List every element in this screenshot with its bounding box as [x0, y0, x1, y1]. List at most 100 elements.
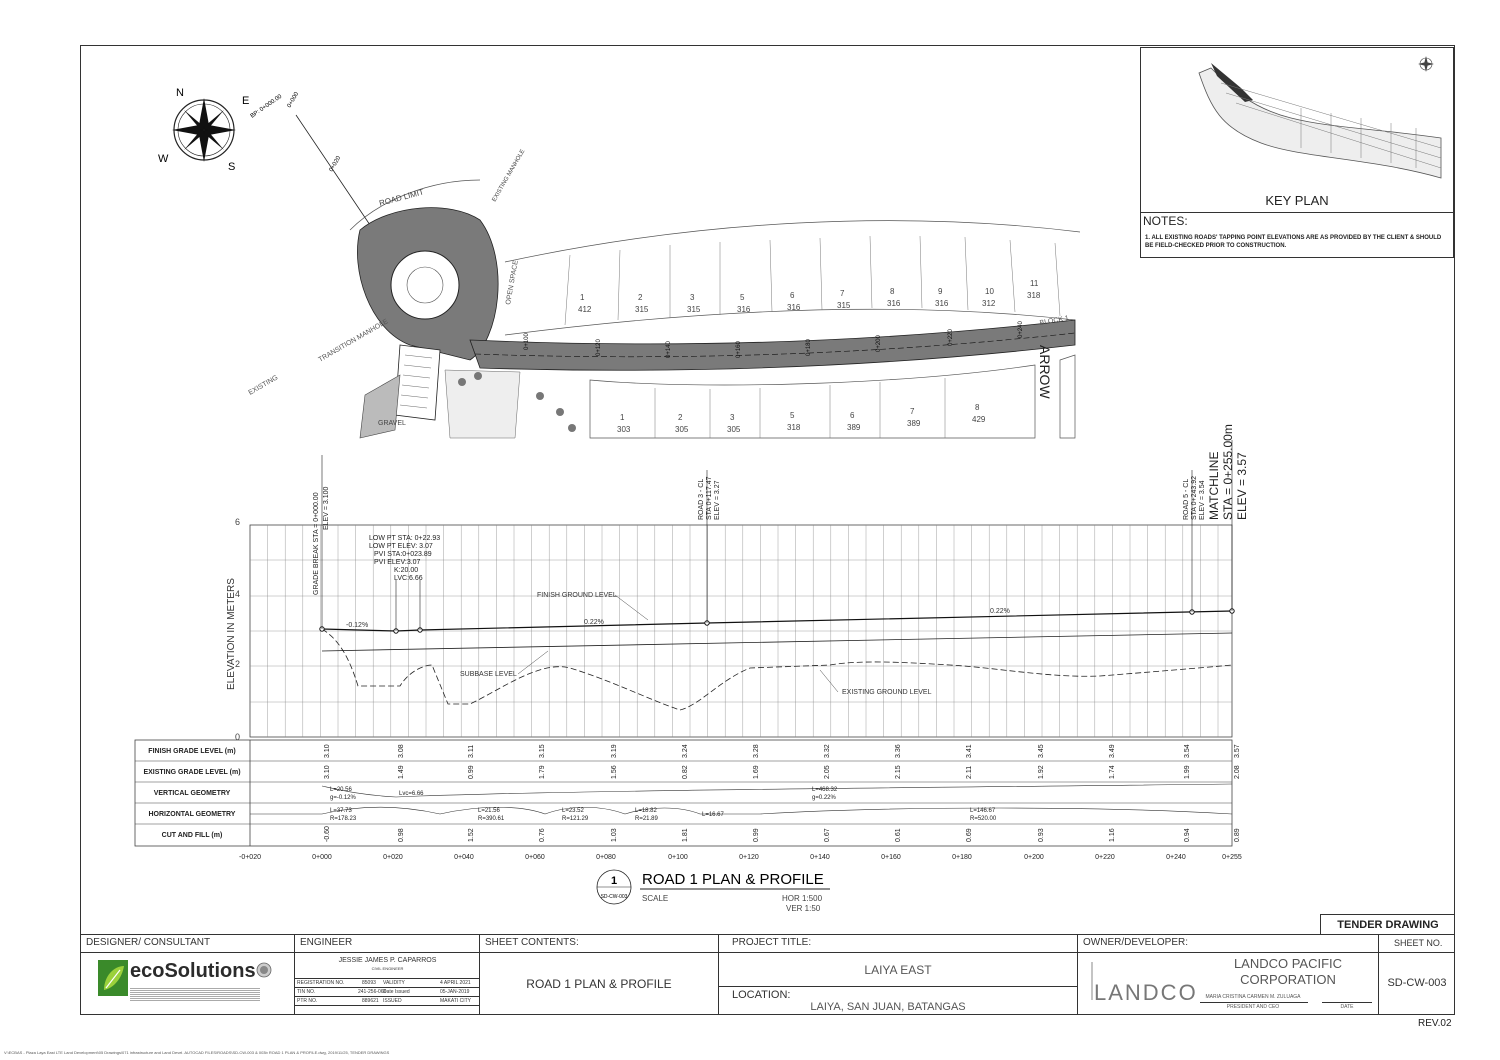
- issued-value: MAKATI CITY: [440, 998, 472, 1004]
- station-label: 0+020: [383, 854, 403, 861]
- sheet-contents: ROAD 1 PLAN & PROFILE: [526, 977, 672, 991]
- ytick-4: 4: [235, 589, 240, 599]
- ytick-6: 6: [235, 517, 240, 527]
- lot-top-8-area: 316: [887, 299, 901, 308]
- row-label-cutfill: CUT AND FILL (m): [162, 832, 223, 839]
- plan-label-open-space: OPEN SPACE: [505, 259, 520, 305]
- finish-grade-cell: 3.57: [1234, 744, 1241, 758]
- accreditation-seal-icon: [256, 962, 272, 978]
- lot-bot-7-area: 389: [907, 419, 921, 428]
- cut-fill-cell: 1.03: [611, 828, 618, 842]
- lot-bot-5-area: 318: [787, 423, 801, 432]
- anno-road5-2: STA 0+243.92: [1191, 476, 1198, 520]
- compass-n: N: [176, 87, 184, 99]
- label-subbase: SUBBASE LEVEL: [460, 671, 517, 678]
- cut-fill-cell: 0.98: [398, 828, 405, 842]
- notes-title: NOTES:: [1143, 214, 1188, 228]
- anno-matchline-3: ELEV = 3.57: [1235, 452, 1249, 520]
- plan-label-arrow: ARROW: [1037, 345, 1053, 399]
- label-grade-1: -0.12%: [346, 622, 368, 629]
- plan-label-existing: EXISTING: [248, 374, 280, 396]
- cut-fill-cell: 1.16: [1109, 828, 1116, 842]
- tin-value: 241-256-066: [358, 989, 387, 995]
- lot-top-8-no: 8: [890, 287, 895, 296]
- cut-fill-cell: 0.76: [539, 828, 546, 842]
- reg-value: 85093: [362, 980, 376, 986]
- plan-view: N E S W BP: 0+000.00 0+000 0+020 ROAD LI…: [158, 87, 1081, 439]
- row-label-horizontal: HORIZONTAL GEOMETRY: [149, 811, 236, 818]
- lot-top-2-area: 315: [635, 305, 649, 314]
- finish-grade-cell: 3.24: [682, 744, 689, 758]
- validity-value: 4 APRIL 2021: [440, 980, 471, 986]
- hgeo-r3: R=121.29: [562, 816, 589, 822]
- key-plan-map: [1198, 56, 1442, 179]
- compass-rose-icon: N E S W: [158, 87, 249, 173]
- lot-bot-6-area: 389: [847, 423, 861, 432]
- station-label: 0+140: [810, 854, 830, 861]
- vgeo-g1: g=-0.12%: [330, 795, 357, 801]
- drawing-title: 1 SD-CW-003 ROAD 1 PLAN & PROFILE SCALE …: [596, 869, 830, 913]
- notes-box: [1140, 212, 1454, 258]
- existing-grade-cell: 2.05: [824, 765, 831, 779]
- tb-divider: [80, 952, 1455, 953]
- compass-e: E: [242, 95, 249, 107]
- landco-logo-text: LANDCO: [1094, 980, 1198, 1005]
- hgeo-l6: L=146.67: [970, 808, 996, 814]
- validity-label: VALIDITY: [383, 980, 405, 986]
- station-label: 0+160: [881, 854, 901, 861]
- revision: REV.02: [1418, 1018, 1452, 1029]
- existing-grade-cell: 2.15: [895, 765, 902, 779]
- lot-top-3-area: 315: [687, 305, 701, 314]
- finish-grade-cell: 3.49: [1109, 744, 1116, 758]
- tb-project-divider: [718, 986, 1078, 987]
- hgeo-r2: R=390.61: [478, 816, 505, 822]
- eng-row-line-3: [295, 996, 479, 997]
- existing-grade-cell: 1.49: [398, 765, 405, 779]
- ecosolutions-contact: [130, 987, 260, 1001]
- owner-sign-line: [1200, 1002, 1308, 1003]
- plan-sta-100: 0+100: [524, 332, 530, 350]
- cut-fill-cell: 1.81: [682, 828, 689, 842]
- existing-grade-cell: 1.99: [1184, 765, 1191, 779]
- existing-grade-cell: 3.10: [324, 765, 331, 779]
- station-label: 0+200: [1024, 854, 1044, 861]
- existing-grade-cell: 0.82: [682, 765, 689, 779]
- plan-sta-220: 0+220: [948, 328, 954, 346]
- label-finish-ground: FINISH GROUND LEVEL: [537, 592, 617, 599]
- lot-top-2-no: 2: [638, 293, 643, 302]
- owner-name-2: CORPORATION: [1240, 972, 1336, 987]
- cut-fill-cell: 0.94: [1184, 828, 1191, 842]
- anno-road3-1: ROAD 3 - CL: [698, 479, 705, 520]
- profile-table: [134, 739, 1233, 847]
- label-grade-2: 0.22%: [584, 619, 604, 626]
- hgeo-l5: L=16.67: [702, 812, 725, 818]
- owner-name-1: LANDCO PACIFIC: [1233, 956, 1343, 971]
- lot-top-1-area: 412: [578, 305, 592, 314]
- eng-row-line-4: [295, 1005, 479, 1006]
- anno-low-pt-2: LOW PT ELEV: 3.07: [369, 543, 433, 550]
- finish-grade-cell: 3.32: [824, 744, 831, 758]
- lot-top-1-no: 1: [580, 293, 585, 302]
- cut-fill-cell: -0.60: [324, 826, 331, 842]
- existing-grade-cell: 2.08: [1234, 765, 1241, 779]
- tin-label: TIN NO.: [297, 989, 316, 995]
- project-title: LAIYA EAST: [864, 963, 932, 977]
- existing-grade-cell: 1.74: [1109, 765, 1116, 779]
- tb-project-label: PROJECT TITLE:: [732, 937, 812, 948]
- drawing-name: ROAD 1 PLAN & PROFILE: [642, 871, 824, 888]
- tb-sheet-contents-label: SHEET CONTENTS:: [485, 937, 579, 948]
- lot-top-5-area: 316: [737, 305, 751, 314]
- owner-person: MARIA CRISTINA CARMEN M. ZULUAGA: [1205, 994, 1301, 1000]
- existing-grade-cell: 1.92: [1038, 765, 1045, 779]
- tb-sheet-no: [1378, 934, 1455, 1015]
- lot-bot-5-no: 5: [790, 411, 795, 420]
- key-plan-north-icon: [1418, 56, 1434, 72]
- plan-label-sta0: 0+000: [287, 91, 301, 109]
- finish-grade-cell: 3.41: [966, 744, 973, 758]
- plan-sta-160: 0+160: [736, 340, 742, 358]
- y-axis-label: ELEVATION IN METERS: [226, 578, 237, 690]
- ptr-label: PTR NO.: [297, 998, 318, 1004]
- anno-pvi-elev: PVI ELEV:3.07: [374, 559, 421, 566]
- anno-grade-break: GRADE BREAK STA = 0+000.00: [313, 492, 320, 595]
- owner-role: PRESIDENT AND CEO: [1226, 1004, 1280, 1010]
